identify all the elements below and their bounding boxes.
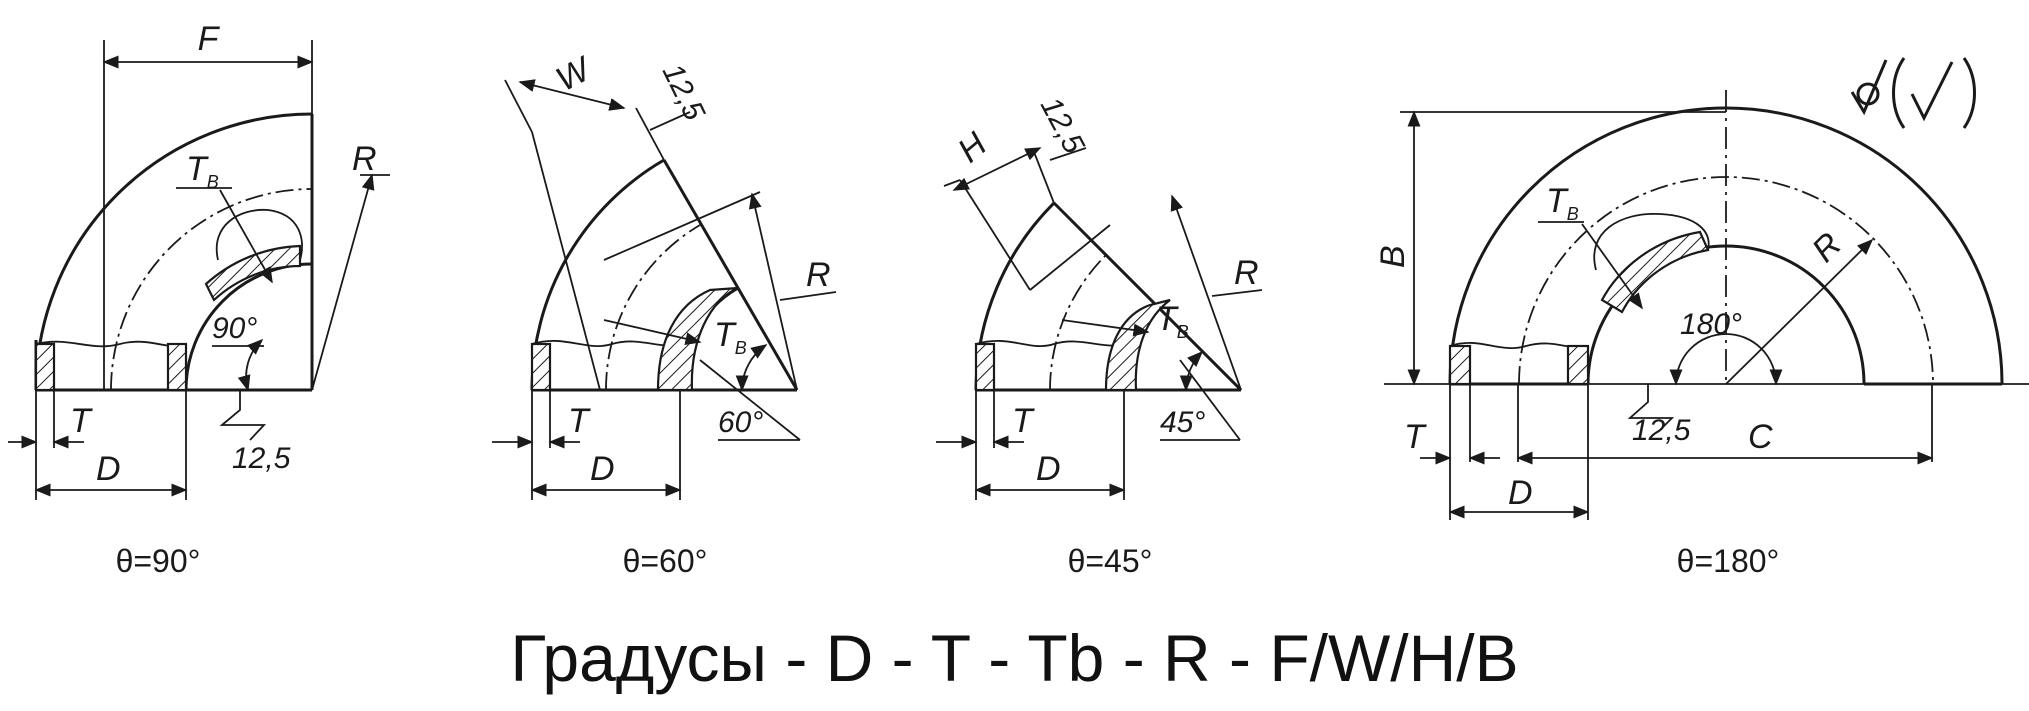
label-D-45: D xyxy=(1036,450,1061,488)
figure-bend-180: B R TB 180° 12,5 T C D θ=180° xyxy=(1374,90,2029,579)
label-F: F xyxy=(198,20,221,58)
label-D: D xyxy=(96,450,121,488)
label-angle-45: 45° xyxy=(1160,406,1205,439)
caption-180: θ=180° xyxy=(1677,543,1780,579)
caption-90: θ=90° xyxy=(116,543,201,579)
label-T-180: T xyxy=(1404,418,1427,456)
label-angle-60: 60° xyxy=(718,406,763,439)
label-D-60: D xyxy=(590,450,615,488)
label-T-45: T xyxy=(1012,402,1035,440)
label-Tb-60: TB xyxy=(714,316,747,358)
label-Tb: TB xyxy=(186,150,219,192)
label-R-45: R xyxy=(1234,254,1259,292)
label-angle-180: 180° xyxy=(1680,308,1742,341)
label-H: H xyxy=(951,125,995,170)
label-T-60: T xyxy=(568,402,591,440)
caption-60: θ=60° xyxy=(623,543,708,579)
roughness-label: 12,5 xyxy=(232,442,291,475)
label-R-180: R xyxy=(1805,225,1849,269)
figure-bend-45: H 12,5 T D R TB 45° θ=45° xyxy=(936,92,1263,579)
figure-bend-60: W 12,5 T D R TB 60° θ=60° xyxy=(492,49,837,579)
label-R-60: R xyxy=(806,256,831,294)
footer-formula: Градусы - D - T - Tb - R - F/W/H/B xyxy=(510,621,1519,695)
roughness-label-180: 12,5 xyxy=(1632,414,1691,447)
label-T: T xyxy=(70,402,93,440)
label-C: C xyxy=(1748,418,1773,456)
figure-bend-90: F T D R TB 90° 12,5 θ=90° xyxy=(8,20,390,579)
label-angle: 90° xyxy=(212,312,257,345)
label-D-180: D xyxy=(1508,474,1533,512)
label-R: R xyxy=(352,140,377,178)
label-Tb-45: TB xyxy=(1156,300,1189,342)
label-Tb-180: TB xyxy=(1546,182,1579,224)
surface-finish-icon xyxy=(1850,57,1976,129)
caption-45: θ=45° xyxy=(1068,543,1153,579)
roughness-label-top: 12,5 xyxy=(656,59,711,126)
label-B: B xyxy=(1374,245,1412,268)
